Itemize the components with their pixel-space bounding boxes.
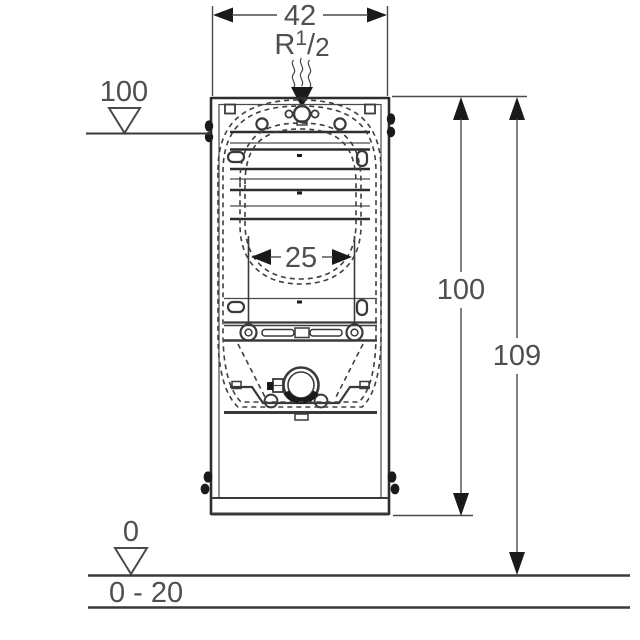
slot-horizontal (226, 150, 246, 164)
floor-triangle-icon (113, 547, 149, 576)
dim-label-height-inner: 100 (437, 274, 485, 306)
dim-label-height-outer: 109 (493, 340, 541, 372)
drain-assembly (224, 366, 377, 421)
ceramic-outline (217, 99, 382, 408)
outlet-funnel-line (237, 343, 267, 400)
dim-top-width: 42 (211, 0, 389, 96)
wall-anchor-icon (386, 126, 396, 138)
center-mark (297, 191, 302, 195)
corner-bracket (364, 103, 376, 115)
slot-vertical (355, 298, 369, 317)
dim-label-top-width: 42 (284, 0, 316, 32)
foot-anchor-icon (203, 471, 213, 483)
ceramic-outer-edge-inner (222, 105, 377, 403)
corner-bracket (224, 103, 236, 115)
dim-label-rod-spacing: 25 (285, 242, 317, 274)
slot-horizontal (226, 300, 246, 314)
foot-anchor-icon (390, 483, 400, 495)
level-label-left: 100 (100, 76, 148, 108)
ceramic-inner-edge (239, 122, 362, 285)
bracket-bar (224, 323, 377, 342)
level-marker-left: 100 (86, 76, 211, 135)
dim-right-inner: 100 (392, 95, 527, 517)
flow-squiggle-icon (291, 59, 296, 89)
bracket-roller (313, 393, 329, 409)
ceramic-inner-edge-inner (244, 128, 357, 280)
frame (200, 96, 400, 516)
ceramic-outer-edge (217, 99, 382, 408)
arrow-left-icon (251, 249, 271, 265)
rod-bolt-center (244, 328, 253, 337)
thread-label: R1/2 (274, 27, 329, 62)
flow-squiggle-icon (307, 59, 312, 89)
fitting-ear (284, 109, 294, 119)
frame-outline (209, 96, 391, 516)
rod-bolt (345, 323, 364, 342)
flow-squiggle-icon (299, 57, 304, 87)
dim-right-outer: 109 (493, 97, 541, 575)
rail-tab (294, 413, 309, 421)
bar-center-plate (294, 327, 310, 339)
floor-lines: 0 0 - 20 (88, 516, 630, 609)
wall-anchor-icon (204, 120, 214, 132)
floor-range-label: 0 - 20 (109, 577, 183, 609)
crossbars (230, 130, 370, 221)
floor-level-label: 0 (123, 516, 139, 548)
center-mark (297, 154, 302, 157)
foot-anchor-icon (387, 471, 397, 483)
clamp-screw-head (267, 382, 273, 390)
drain-pipe-inner (287, 371, 315, 399)
outlet-funnel-line (334, 343, 364, 400)
water-supply-connection: R1/2 (274, 27, 330, 126)
level-triangle-icon (107, 107, 142, 135)
rod-bolt-center (350, 328, 359, 337)
arrow-down-icon (453, 493, 469, 516)
bracket-end (231, 380, 242, 390)
bracket-roller (263, 393, 279, 409)
fixing-holes (226, 117, 369, 168)
foot-anchor-icon (200, 483, 210, 495)
arrow-up-icon (453, 97, 469, 120)
rod-bolt (239, 323, 258, 342)
slot-vertical (355, 149, 369, 168)
fitting-ear (310, 109, 320, 119)
floor-feet (200, 471, 400, 495)
arrow-right-icon (367, 7, 387, 23)
fixing-hole (333, 117, 347, 131)
dim-rod-spacing: 25 (251, 242, 352, 274)
supply-fitting (292, 104, 312, 124)
arrow-right-icon (332, 249, 352, 265)
bracket-end (359, 380, 370, 390)
mounting-plate (224, 297, 377, 324)
bar-slot (261, 328, 295, 337)
fixing-hole (255, 117, 269, 131)
arrow-up-icon (509, 97, 525, 120)
wall-anchor-icon (386, 113, 396, 125)
threaded-rods (247, 236, 356, 326)
pipe-clamp-saddle (283, 390, 319, 404)
wall-anchors (204, 113, 396, 143)
arrow-left-icon (213, 7, 233, 23)
arrow-down-icon (509, 552, 525, 575)
center-mark (297, 300, 302, 304)
bar-slot (309, 328, 343, 337)
